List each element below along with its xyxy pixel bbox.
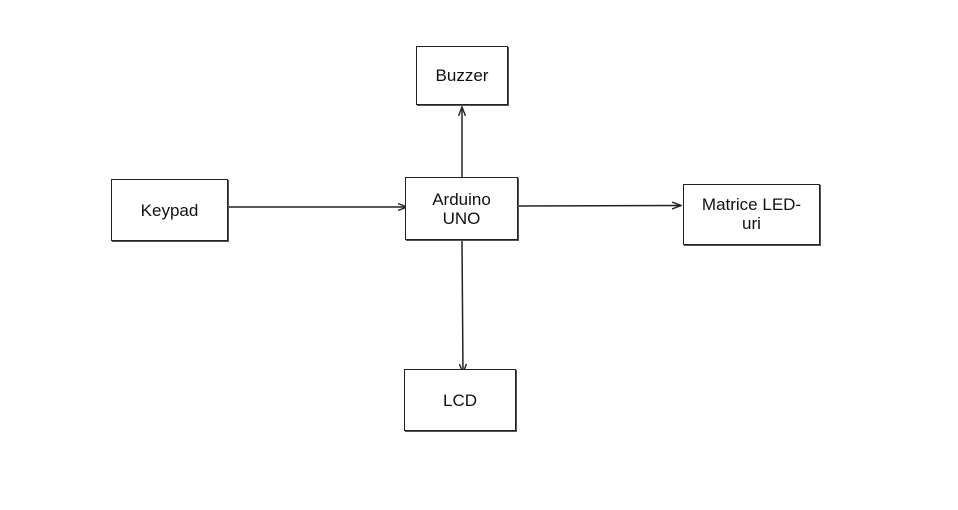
arduino-uno-node: Arduino UNO: [405, 177, 518, 240]
matrice-label-line1: Matrice LED-: [701, 194, 802, 214]
arduino-label-line2: UNO: [442, 208, 481, 228]
lcd-label: LCD: [442, 390, 477, 410]
arduino-label-line1: Arduino: [432, 189, 491, 209]
keypad-node: Keypad: [111, 179, 228, 241]
buzzer-label: Buzzer: [435, 66, 489, 85]
edge-arduino-to-lcd: [462, 240, 463, 373]
lcd-node: LCD: [404, 369, 516, 431]
buzzer-node: Buzzer: [416, 46, 508, 105]
keypad-label: Keypad: [140, 200, 199, 220]
arduino-label: Arduino UNO: [432, 190, 491, 228]
edge-arduino-to-matrice: [518, 206, 681, 207]
matrice-led-node: Matrice LED- uri: [683, 184, 820, 245]
matrice-label-line2: uri: [742, 213, 761, 233]
matrice-label: Matrice LED- uri: [702, 195, 801, 235]
